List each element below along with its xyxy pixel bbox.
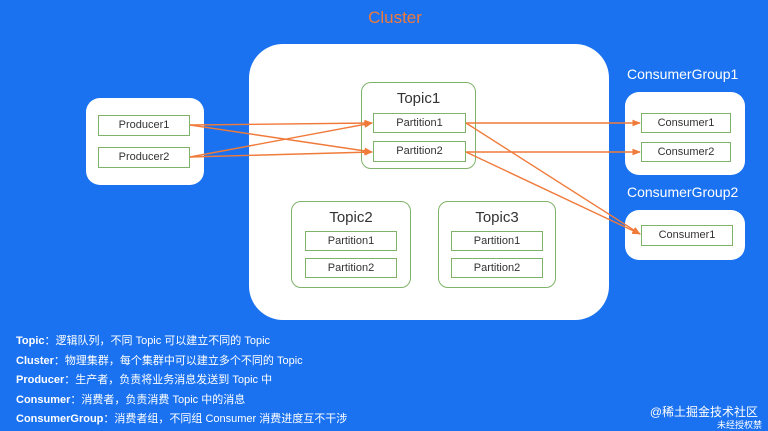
topic3-partition2: Partition2 xyxy=(451,258,543,278)
legend-term: Producer xyxy=(16,374,65,386)
legend-desc: ：生产者，负责将业务消息发送到 Topic 中 xyxy=(64,374,273,386)
legend-term: Consumer xyxy=(16,393,71,406)
legend-row-producer: Producer：生产者，负责将业务消息发送到 Topic 中 xyxy=(16,371,347,391)
topic3-partition1: Partition1 xyxy=(451,231,543,251)
footer-note: 未经授权禁 xyxy=(716,420,762,430)
group1-consumer2: Consumer2 xyxy=(641,142,731,162)
topic1-title: Topic1 xyxy=(396,90,441,107)
group1-consumer1: Consumer1 xyxy=(641,113,731,133)
topic2-partition2: Partition2 xyxy=(305,258,397,278)
legend-desc: ：消费者组，不同组 Consumer 消费进度互不干涉 xyxy=(103,413,348,425)
legend-desc: ：消费者，负责消费 Topic 中的消息 xyxy=(70,393,246,406)
legend-term: Cluster xyxy=(16,354,54,367)
topic2-title: Topic2 xyxy=(329,209,373,226)
topic3-title: Topic3 xyxy=(475,209,519,226)
cluster-title: Cluster xyxy=(368,8,422,27)
topic1-partition2: Partition2 xyxy=(373,141,466,162)
producer-panel xyxy=(86,98,204,185)
legend: Topic：逻辑队列，不同 Topic 可以建立不同的 Topic Cluste… xyxy=(16,332,347,430)
legend-row-consumergroup: ConsumerGroup：消费者组，不同组 Consumer 消费进度互不干涉 xyxy=(16,410,347,430)
producer2-box: Producer2 xyxy=(98,147,190,168)
consumer-group1-title: ConsumerGroup1 xyxy=(627,66,739,82)
legend-term: ConsumerGroup xyxy=(16,413,104,425)
consumer-group1-panel xyxy=(625,92,745,175)
legend-row-cluster: Cluster：物理集群，每个集群中可以建立多个不同的 Topic xyxy=(16,352,347,372)
legend-row-topic: Topic：逻辑队列，不同 Topic 可以建立不同的 Topic xyxy=(16,332,347,352)
consumer-group2-title: ConsumerGroup2 xyxy=(627,184,739,200)
topic2-partition1: Partition1 xyxy=(305,231,397,251)
legend-desc: ：物理集群，每个集群中可以建立多个不同的 Topic xyxy=(53,354,303,367)
topic1-partition1: Partition1 xyxy=(373,113,466,133)
legend-row-consumer: Consumer：消费者，负责消费 Topic 中的消息 xyxy=(16,391,347,411)
group2-consumer1: Consumer1 xyxy=(641,225,733,246)
legend-desc: ：逻辑队列，不同 Topic 可以建立不同的 Topic xyxy=(44,335,271,347)
legend-term: Topic xyxy=(16,335,45,347)
producer1-box: Producer1 xyxy=(98,115,190,136)
footer-credit: @稀土掘金技术社区 xyxy=(649,405,758,419)
